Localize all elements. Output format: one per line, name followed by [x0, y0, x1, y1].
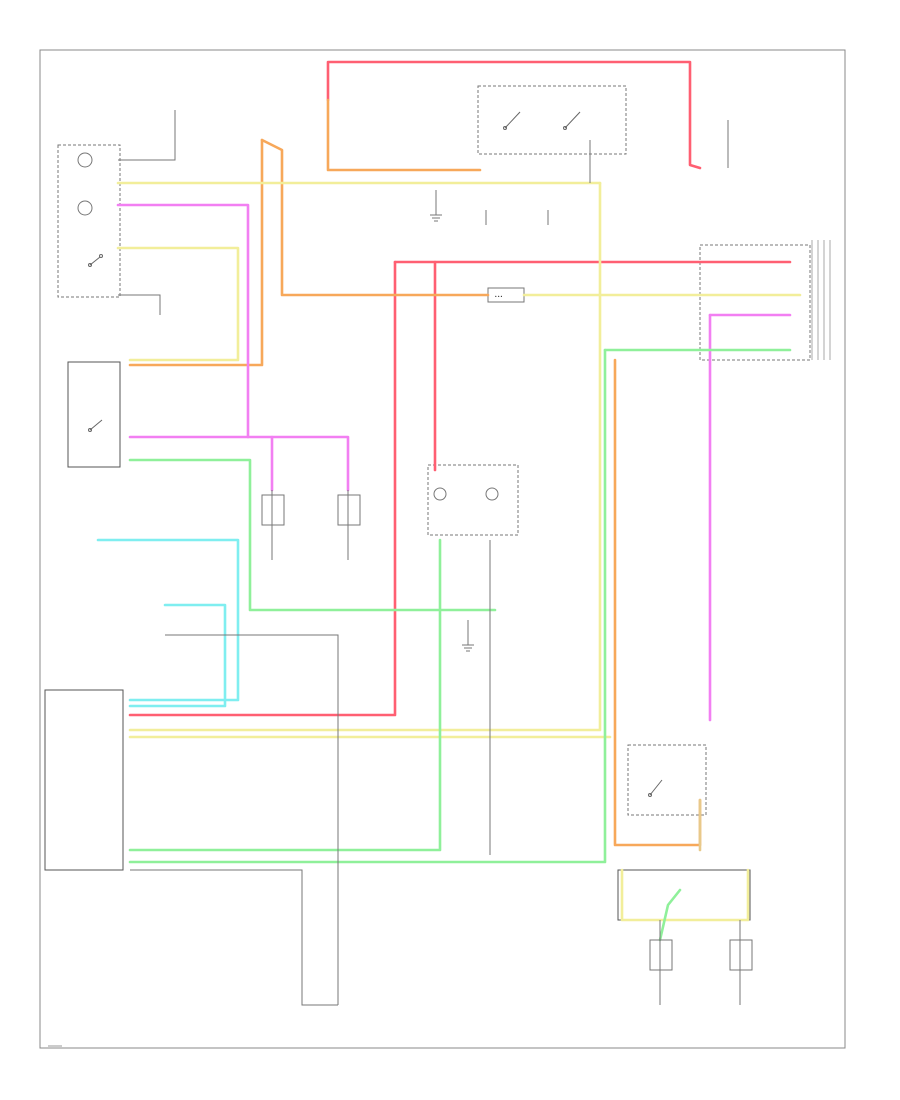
wire-red-top: [326, 60, 702, 170]
cruise-switch-box: [67, 361, 121, 468]
wire-pink-top: [116, 203, 250, 439]
motor-icon: [261, 494, 753, 971]
wire-cyan-1: [96, 538, 240, 702]
switch-icon: [88, 254, 103, 267]
wire-gray-switch: [165, 634, 339, 1005]
wire-cyan-2: [128, 603, 227, 708]
connector-label: • • •: [495, 294, 503, 299]
wire-pink-mid: [246, 435, 350, 492]
wire-orange-right: [613, 358, 702, 847]
wire-green-center: [128, 538, 442, 852]
wire-green-left: [128, 458, 497, 612]
ground-icon: [462, 644, 474, 652]
right-switch-box: [699, 244, 811, 361]
wire-gray-fog-switch: [118, 294, 161, 315]
wire-yellow-left: [116, 246, 240, 362]
wire-gray-grounds: [435, 190, 549, 645]
wire-orange-top: [326, 98, 482, 172]
lower-right-connector-box: [617, 869, 751, 921]
wire-green-lower: [658, 888, 682, 942]
wire-gray-top: [118, 110, 176, 161]
bulb-icon: [77, 152, 93, 168]
center-lamp-box: [427, 464, 519, 536]
wire-orange-bend: [260, 138, 490, 297]
wire-yellow-lower-box: [620, 868, 750, 922]
wire-gray-bottom: [130, 869, 338, 1006]
ground-icon: [430, 214, 442, 222]
switch-icon: [88, 419, 103, 432]
connector-icon: [811, 240, 831, 360]
bulb-icon: [77, 200, 93, 216]
wire-green-long: [128, 348, 607, 864]
relay-box-top: [477, 85, 627, 155]
control-module-box: [44, 689, 124, 871]
fog-lamp-switch-box: [57, 144, 121, 298]
wire-gray-lower-right: [659, 920, 741, 1005]
switch-icon: [648, 779, 663, 797]
relay-box-lower-right: [627, 744, 707, 816]
bulb-icon: [485, 487, 499, 501]
diagram-border: [39, 49, 846, 1049]
wire-orange-left: [128, 138, 264, 367]
switch-icon: [503, 111, 581, 130]
wire-yellow-long: [128, 181, 602, 732]
inline-connector: [487, 287, 525, 303]
wire-red-vertical: [128, 260, 397, 717]
bulb-icon: [433, 487, 447, 501]
